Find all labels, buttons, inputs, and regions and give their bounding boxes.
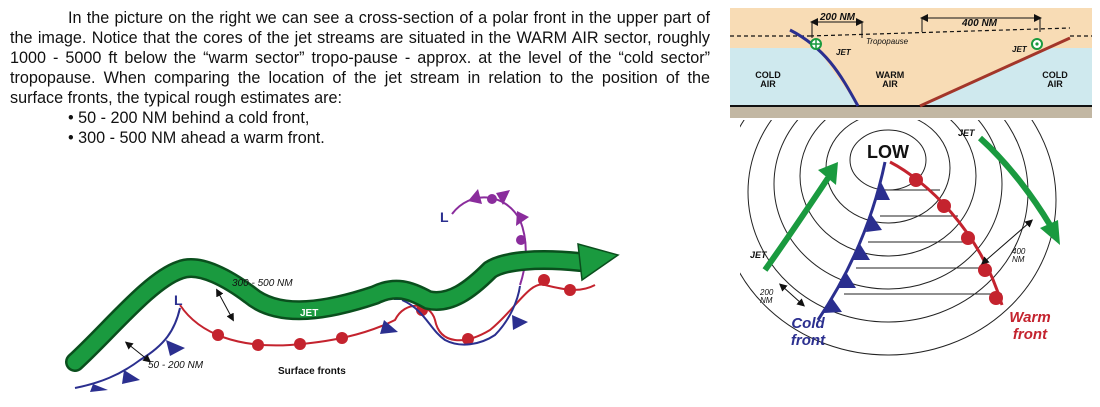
estimates-list: • 50 - 200 NM behind a cold front, • 300… <box>10 108 710 148</box>
distance-arrow-cold <box>124 341 152 363</box>
plan-jet-left <box>762 176 831 272</box>
low-label: LOW <box>867 142 909 162</box>
ground-strip <box>730 106 1092 118</box>
low-marker-2: L <box>174 292 183 308</box>
plan-jet-right <box>977 135 1053 227</box>
jet-label-3: JET <box>493 278 511 299</box>
jet-label-cross-right: JET <box>1012 45 1028 54</box>
distance-400-label: 400 NM <box>961 18 998 29</box>
low-marker-1: L <box>440 209 449 225</box>
warm-front-label-1: Warm <box>1009 309 1050 326</box>
cold-air-left-1: COLD <box>755 70 781 80</box>
cold-front-label-1: Cold <box>791 315 825 332</box>
cold-front-surface <box>789 28 860 107</box>
plan-jet-label-left: JET <box>750 250 768 260</box>
cold-front-label-2: front <box>791 332 826 349</box>
estimate-cold-front: • 50 - 200 NM behind a cold front, <box>68 109 310 127</box>
plan-cold-front-symbols <box>824 182 890 313</box>
plan-dist-400 <box>980 219 1034 265</box>
distance-arrow-warm <box>216 288 234 322</box>
cold-front-symbols <box>90 315 528 392</box>
plan-cold-front <box>816 161 887 321</box>
plan-400-nm-2: NM <box>1012 255 1025 264</box>
distance-label-warm: 300 - 500 NM <box>232 278 293 289</box>
plan-warm-front-symbols <box>909 173 1003 305</box>
intro-text: In the picture on the right we can see a… <box>10 8 710 148</box>
warm-front-label-2: front <box>1013 326 1048 343</box>
intro-paragraph: In the picture on the right we can see a… <box>10 9 710 107</box>
jet-label-cross-left: JET <box>836 48 852 57</box>
warm-front-symbols <box>212 274 576 351</box>
plan-200-nm-1: 200 <box>759 288 774 297</box>
plan-warm-front <box>889 160 1004 306</box>
warm-air-2: AIR <box>882 79 898 89</box>
plan-jet-label-right: JET <box>958 128 976 138</box>
tropopause-line <box>730 27 1092 37</box>
surface-fronts-caption: Surface fronts <box>278 366 346 377</box>
estimate-warm-front: • 300 - 500 NM ahead a warm front. <box>68 129 325 147</box>
warm-sector-isobars <box>844 189 1002 295</box>
tropopause-label: Tropopause <box>866 37 909 46</box>
cold-air-left-2: AIR <box>760 79 776 89</box>
distance-label-cold: 50 - 200 NM <box>148 360 204 371</box>
jet-stream-fill <box>67 252 588 370</box>
warm-front-surface <box>919 36 1071 108</box>
distance-200-label: 200 NM <box>819 12 856 23</box>
jet-label-2: JET <box>300 308 318 319</box>
plan-400-nm-1: 400 <box>1012 247 1026 256</box>
cold-front-line-right <box>401 285 521 346</box>
warm-air-1: WARM <box>876 70 905 80</box>
warm-sector <box>810 38 1070 106</box>
plan-dist-200 <box>779 283 805 307</box>
low-plan-view: LOW JET JET 200 NM 400 NM Cold front War… <box>740 120 1060 356</box>
jet-stream-head <box>577 242 620 282</box>
plan-200-nm-2: NM <box>760 296 773 305</box>
occluded-front-symbols <box>468 189 529 245</box>
cold-air-right-1: COLD <box>1042 70 1068 80</box>
polar-front-cross-section: 200 NM 400 NM Tropopause JET JET COLD AI… <box>730 8 1092 118</box>
cold-air-right-2: AIR <box>1047 79 1063 89</box>
